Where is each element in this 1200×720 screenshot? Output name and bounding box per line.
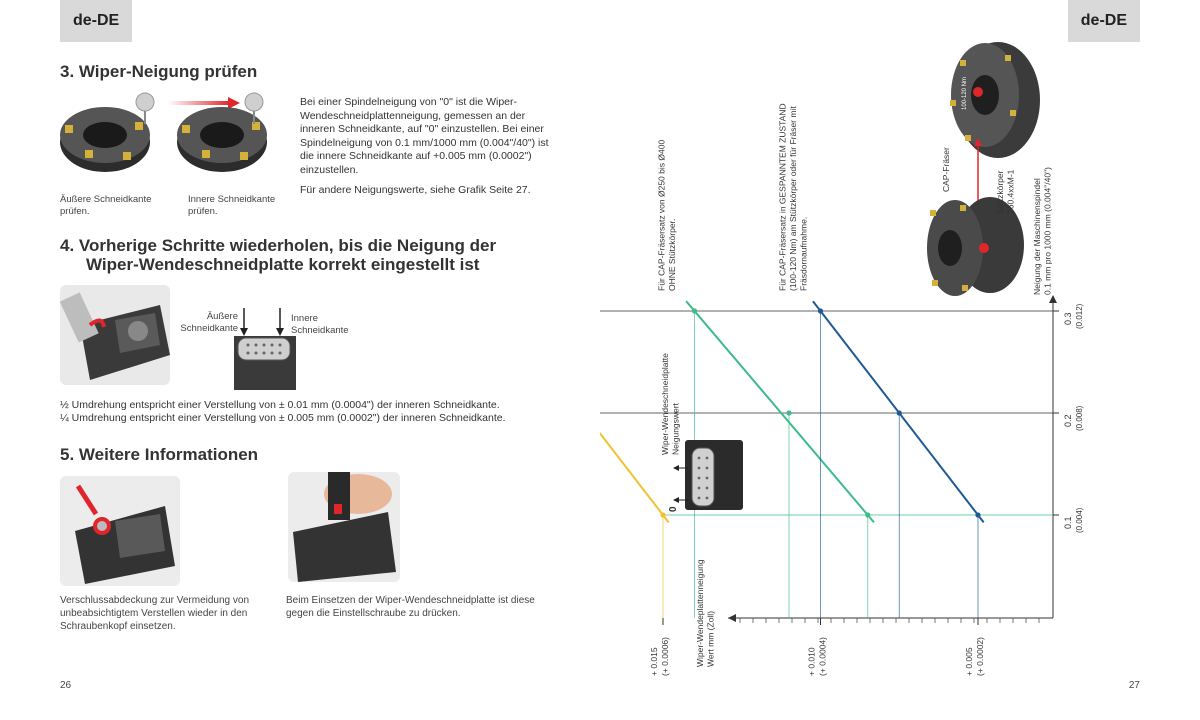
section-3-reference: Für andere Neigungswerte, siehe Grafik S…: [300, 184, 531, 196]
insert-dot: [697, 456, 701, 460]
section-4-title-line-2: Wiper-Wendeschneidplatte korrekt eingest…: [86, 255, 480, 274]
inner-edge-check-image: [172, 90, 282, 185]
caption-insert-mounting: Beim Einsetzen der Wiper-Wendeschneidpla…: [286, 595, 535, 619]
insert-tilt-label: Neigungswert: [671, 402, 681, 455]
section-5-title: 5. Weitere Informationen: [60, 445, 259, 464]
data-point: [660, 512, 666, 518]
section-3-body: Bei einer Spindelneigung von "0" ist die…: [300, 96, 549, 176]
insert-tooth: [960, 60, 966, 66]
x-tick-label: + 0.010: [807, 647, 817, 676]
x-tick-label: (+ 0.0002): [975, 637, 985, 676]
series-line: [600, 431, 670, 523]
insert-mounting-image: [288, 472, 400, 582]
arrow-head: [673, 465, 679, 471]
language-tag-left: de-DE: [60, 0, 133, 42]
insert-dot: [697, 476, 701, 480]
x-axis-title: Wiper-Wendeplattenneigung: [695, 559, 705, 667]
y-tick-label: 0.1: [1063, 516, 1073, 529]
x-axis-arrow: [728, 614, 736, 622]
support-label: Stützkörper: [995, 170, 1005, 214]
caption-cover-cap: Verschlussabdeckung zur Vermeidung von u…: [60, 595, 250, 632]
data-point: [896, 410, 902, 416]
x-tick-label: + 0.015: [649, 647, 659, 676]
outer-edge-check-image: [55, 90, 165, 185]
data-point: [691, 308, 698, 314]
y-tick-label: (0.012): [1075, 303, 1084, 329]
series-label: OHNE Stützkörper.: [667, 219, 677, 291]
insert-dot: [705, 456, 709, 460]
label-inner-edge: Innere Schneidkante: [291, 313, 349, 336]
y-tick-label: (0.008): [1075, 405, 1084, 431]
caption-inner-edge: Innere Schneidkante prüfen.: [188, 194, 276, 217]
support-mark: [979, 243, 989, 253]
y-tick-label: 0.2: [1063, 414, 1073, 427]
adjustment-screw-image: [60, 285, 170, 385]
insert-dot: [705, 476, 709, 480]
data-point: [786, 410, 792, 416]
wiper-tilt-chart: 0.3(0.012)0.2(0.008)0.1(0.004)Nur für CA…: [600, 42, 1084, 676]
insert-dot: [705, 466, 709, 470]
insert-tooth: [1005, 55, 1011, 61]
insert-shape: [691, 447, 715, 507]
insert-dot: [705, 496, 709, 500]
insert-tooth: [965, 135, 971, 141]
assembly-arrow-head: [974, 138, 982, 146]
insert-edge-diagram: [228, 308, 308, 395]
zero-label: 0: [668, 506, 679, 512]
torque-label: 100-120 Nm: [962, 77, 968, 110]
series-label: Fräsdornaufnahme.: [799, 217, 809, 291]
y-axis-arrow: [1049, 295, 1057, 303]
series-label: Für CAP-Fräsersatz von Ø250 bis Ø400: [657, 140, 667, 291]
insert-tooth: [950, 100, 956, 106]
cutter-label: CAP-Fräser: [941, 147, 951, 192]
language-tag-right: de-DE: [1067, 0, 1140, 42]
x-axis-title: Wert mm (Zoll): [706, 611, 716, 667]
insert-tooth: [1010, 110, 1016, 116]
series-line: [685, 300, 875, 523]
data-point: [975, 512, 981, 518]
torque-mark: [973, 87, 983, 97]
y-tick-label: 0.3: [1063, 312, 1073, 325]
half-turn-note: ½ Umdrehung entspricht einer Verstellung…: [60, 399, 500, 411]
cutter-hole-bottom: [938, 230, 962, 266]
y-axis-title: Neigung der Maschinenspindel: [1032, 178, 1042, 295]
label-outer-edge: Äußere Schneidkante: [180, 311, 238, 334]
data-point: [817, 308, 824, 314]
red-arrow-icon: [168, 96, 240, 114]
quarter-turn-note: ¼ Umdrehung entspricht einer Verstellung…: [60, 412, 506, 424]
insert-tilt-label: Wiper-Wendeschneidplatte: [660, 353, 670, 455]
arrow-head: [673, 497, 679, 503]
insert-dot: [705, 486, 709, 490]
insert-tooth: [930, 210, 936, 216]
insert-dot: [697, 486, 701, 490]
caption-outer-edge: Äußere Schneidkante prüfen.: [60, 194, 152, 217]
insert-tooth: [932, 280, 938, 286]
y-tick-label: (0.004): [1075, 507, 1084, 533]
cover-cap-image: [60, 476, 180, 586]
section-3-title: 3. Wiper-Neigung prüfen: [60, 62, 258, 81]
insert-tooth: [960, 205, 966, 211]
section-4-title-line-1: 4. Vorherige Schritte wiederholen, bis d…: [60, 236, 497, 255]
insert-tooth: [962, 285, 968, 291]
y-axis-title: 0.1 mm pro 1000 mm (0.004"/40"): [1043, 167, 1053, 295]
x-tick-label: (+ 0.0004): [818, 637, 828, 676]
series-label: (100-120 Nm) am Stützkörper oder für Frä…: [788, 106, 798, 291]
page-number-right: 27: [1128, 680, 1140, 691]
support-label: 260.4xxM-1: [1006, 169, 1016, 214]
cutter-hole-top: [971, 75, 999, 115]
insert-dot: [697, 466, 701, 470]
page-number-left: 26: [60, 680, 72, 691]
data-point: [865, 512, 871, 518]
x-tick-label: (+ 0.0006): [660, 637, 670, 676]
insert-dot: [697, 496, 701, 500]
x-tick-label: + 0.005: [964, 647, 974, 676]
series-label: Für CAP-Fräsersatz in GESPANNTEM ZUSTAND: [778, 103, 788, 291]
